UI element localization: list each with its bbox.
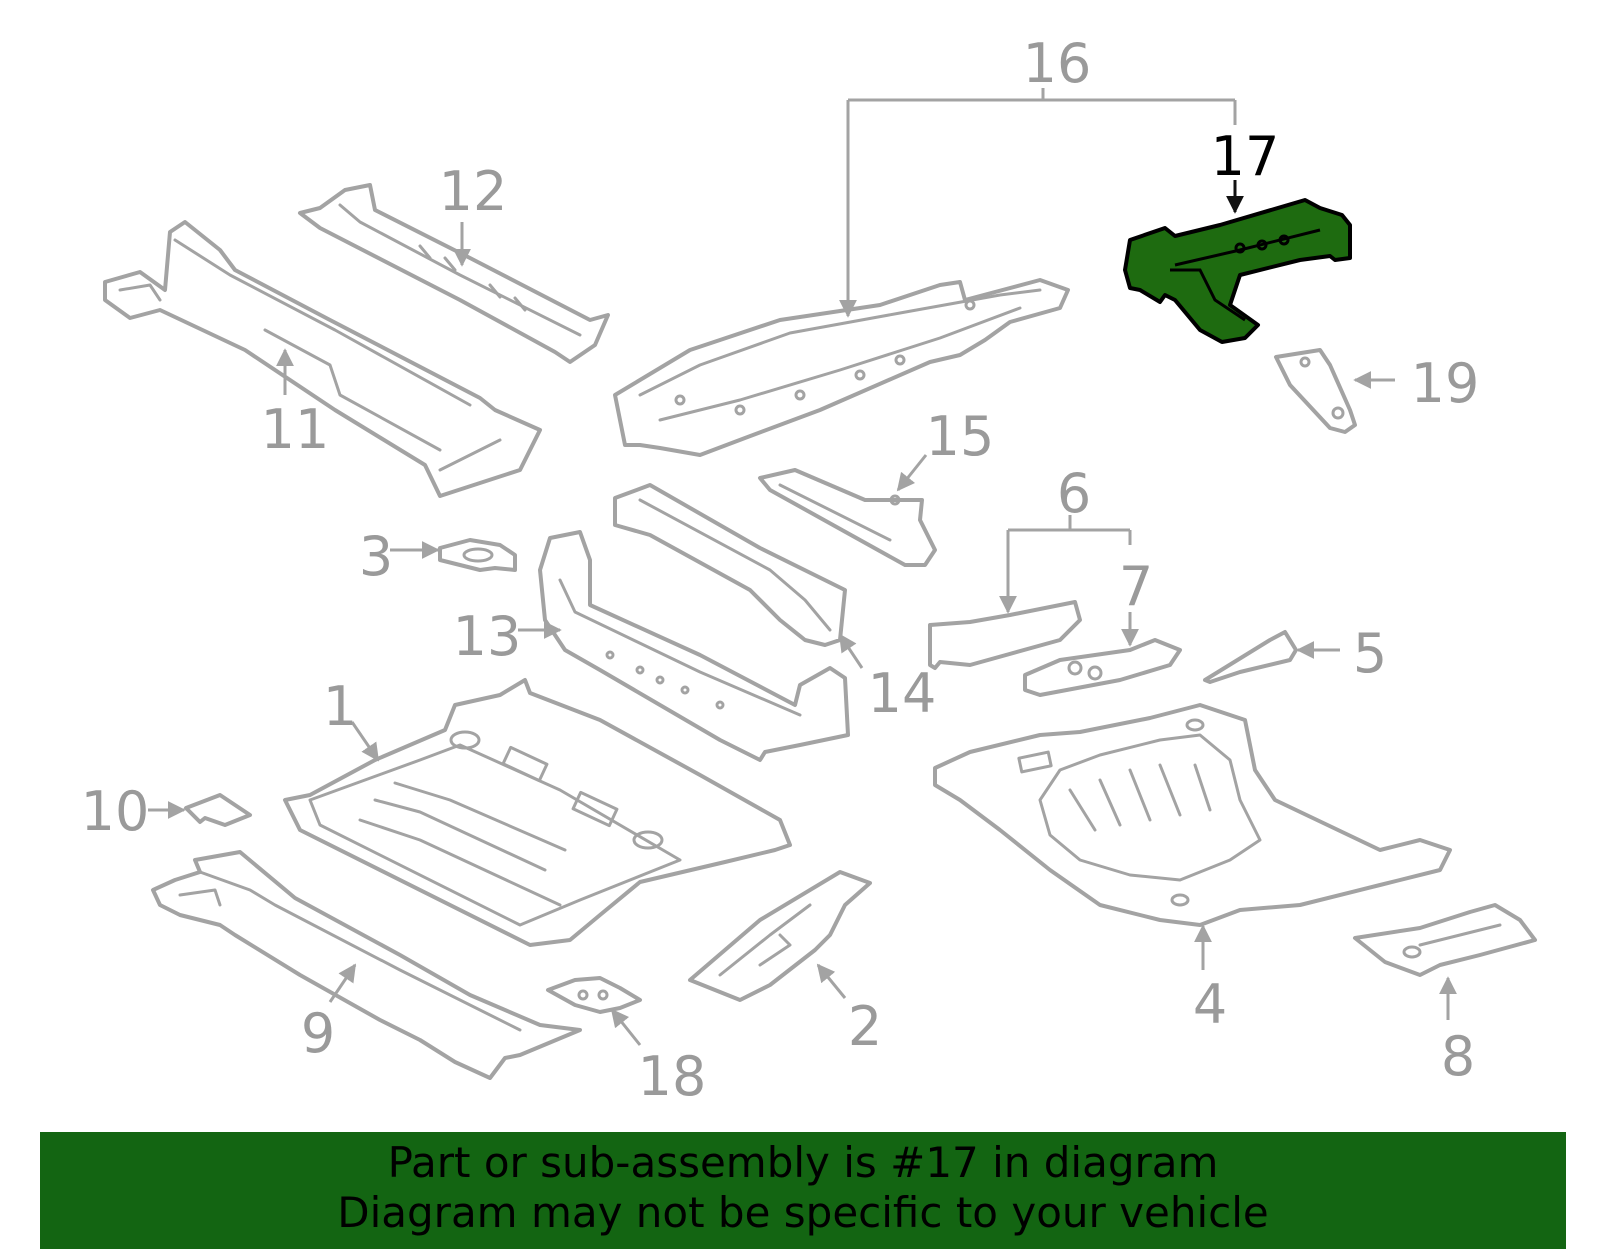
callout-4: 4 [1193,973,1227,1036]
part-13-cross-member [538,530,850,762]
callout-8: 8 [1441,1025,1475,1088]
callout-12: 12 [439,160,508,223]
banner-line-part-note: Part or sub-assembly is #17 in diagram [387,1138,1219,1187]
callout-6: 6 [1057,462,1091,525]
callout-18: 18 [638,1045,707,1108]
part-2-reinforcement [688,870,872,1002]
callout-labels: 16 17 19 12 11 15 3 13 14 6 7 5 1 10 9 1… [81,32,1480,1108]
callout-3: 3 [359,525,393,588]
parts-diagram: 16 17 19 12 11 15 3 13 14 6 7 5 1 10 9 1… [81,32,1537,1108]
part-14-cross-member [613,483,847,647]
part-6-bracket [928,600,1082,670]
callout-15: 15 [926,405,995,468]
part-18-plate [546,976,642,1014]
part-8-bracket [1353,903,1537,977]
bracket-16 [846,88,1237,315]
callout-17: 17 [1211,125,1280,188]
callout-19: 19 [1411,352,1480,415]
part-19-bracket [1274,348,1357,434]
callout-13: 13 [453,605,522,668]
callout-16: 16 [1023,32,1092,95]
callout-5: 5 [1353,622,1387,685]
part-9-rear-member [151,850,582,1080]
callout-1: 1 [323,675,357,738]
callout-11: 11 [261,398,330,461]
callout-7: 7 [1119,555,1153,618]
part-10-tab [184,793,252,827]
part-12-cross-bar [298,183,610,364]
part-11-cross-member [103,220,542,498]
part-3-plate [438,538,517,572]
leader-lines [148,88,1457,1046]
part-7-bracket [1023,638,1182,697]
info-banner: Part or sub-assembly is #17 in diagram D… [40,1132,1566,1249]
banner-line-disclaimer: Diagram may not be specific to your vehi… [337,1188,1269,1237]
part-15-strip [758,468,937,567]
callout-10: 10 [81,780,150,843]
callout-9: 9 [301,1002,335,1065]
part-1-floor-pan [283,678,792,947]
callout-2: 2 [848,995,882,1058]
part-16-frame-rail [613,278,1070,457]
part-17-highlighted-bracket [1123,198,1352,344]
callout-14: 14 [868,662,937,725]
part-4-rear-floor-pan [933,703,1452,927]
part-5-bracket [1203,630,1298,684]
